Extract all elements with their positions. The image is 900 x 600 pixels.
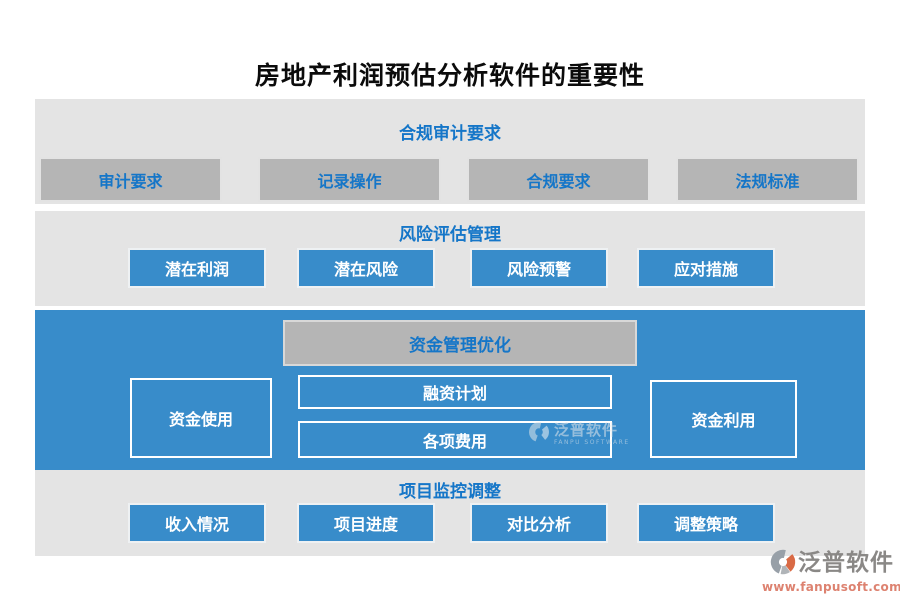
node-record-operations: 记录操作 [258, 157, 441, 202]
section-header-compliance: 合规审计要求 [399, 124, 501, 144]
node-countermeasures: 应对措施 [637, 248, 775, 288]
brand-name: 泛普软件 [797, 550, 894, 576]
node-fund-utilization: 资金利用 [650, 380, 797, 458]
node-potential-profit: 潜在利润 [128, 248, 266, 288]
node-regulatory-standards: 法规标准 [676, 157, 859, 202]
node-risk-warning: 风险预警 [470, 248, 608, 288]
node-expenses: 各项费用 [298, 421, 612, 458]
section-monitoring: 项目监控调整 收入情况 项目进度 对比分析 调整策略 [35, 470, 865, 556]
node-fund-usage: 资金使用 [130, 378, 272, 458]
node-compliance-requirements: 合规要求 [467, 157, 650, 202]
section-compliance: 合规审计要求 审计要求 记录操作 合规要求 法规标准 [35, 99, 865, 204]
section-header-risk: 风险评估管理 [399, 225, 501, 245]
node-adjustment-strategy: 调整策略 [637, 503, 775, 543]
section-risk: 风险评估管理 潜在利润 潜在风险 风险预警 应对措施 [35, 211, 865, 306]
node-financing-plan: 融资计划 [298, 375, 612, 409]
section-header-funding: 资金管理优化 [283, 320, 637, 366]
brand-url: www.fanpusoft.com [762, 580, 900, 594]
node-comparative-analysis: 对比分析 [470, 503, 608, 543]
node-project-progress: 项目进度 [297, 503, 435, 543]
section-funding: 资金管理优化 资金使用 融资计划 各项费用 资金利用 泛普软件 FANPU SO… [35, 310, 865, 470]
footer-brand: 泛普软件 www.fanpusoft.com [762, 549, 900, 593]
node-potential-risk: 潜在风险 [297, 248, 435, 288]
node-income-status: 收入情况 [128, 503, 266, 543]
fanpu-logo-icon [770, 549, 796, 578]
page-title: 房地产利润预估分析软件的重要性 [254, 61, 645, 90]
node-audit-requirements: 审计要求 [39, 157, 222, 202]
section-header-monitoring: 项目监控调整 [399, 482, 501, 502]
